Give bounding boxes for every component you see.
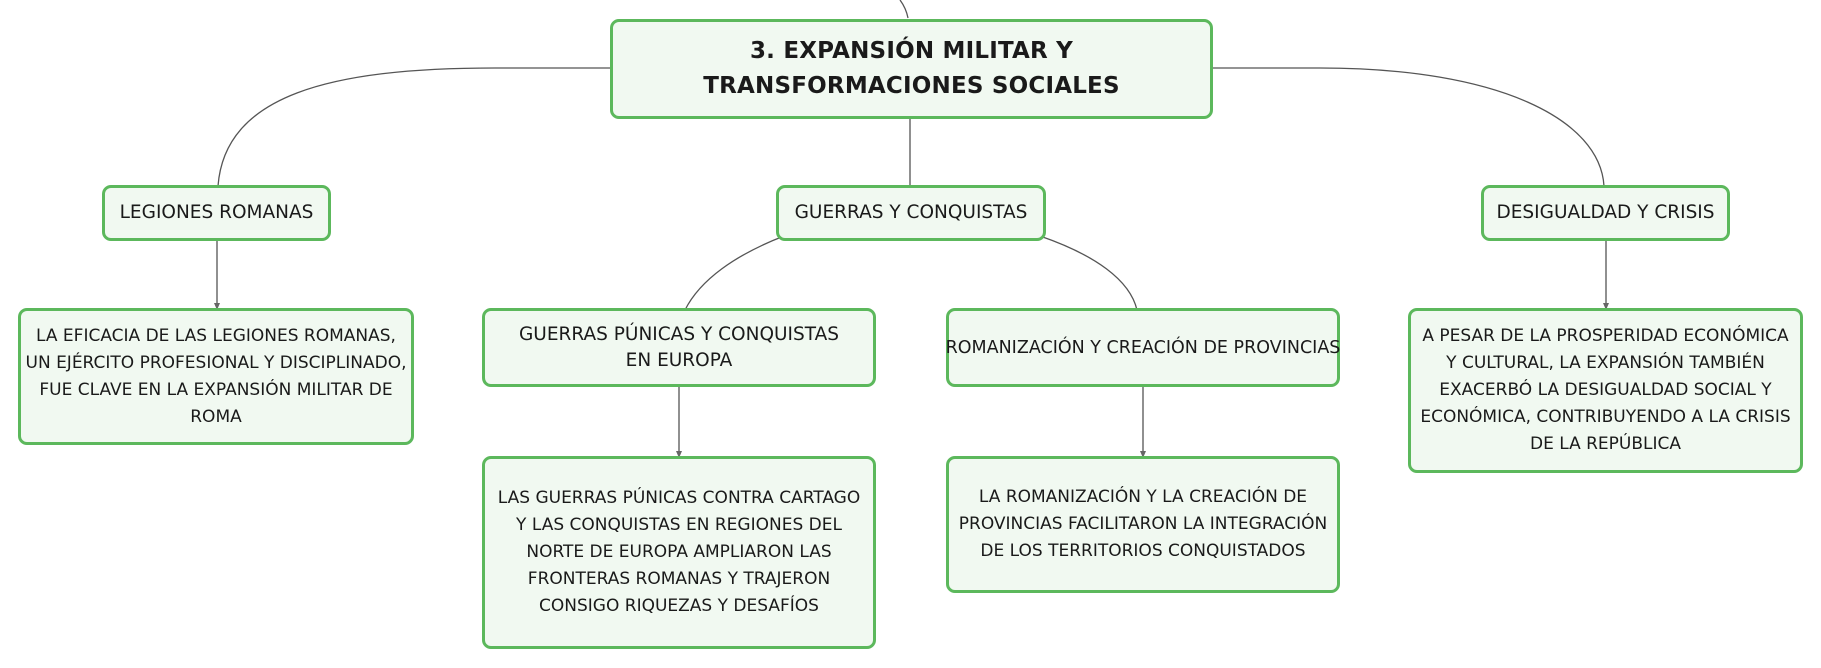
leaf-guerras-punicas-detail[interactable]: LAS GUERRAS PÚNICAS CONTRA CARTAGO Y LAS… (482, 456, 876, 649)
subtopic-romanizacion-label: ROMANIZACIÓN Y CREACIÓN DE PROVINCIAS (945, 337, 1341, 358)
connector-guerras-to-punicas (684, 235, 785, 311)
branch-guerras-y-conquistas-label: GUERRAS Y CONQUISTAS (794, 202, 1028, 223)
branch-legiones-romanas[interactable]: LEGIONES ROMANAS (102, 185, 331, 241)
subtopic-guerras-punicas[interactable]: GUERRAS PÚNICAS Y CONQUISTAS EN EUROPA (482, 308, 876, 387)
connector-guerras-to-romanizacion (1039, 235, 1138, 311)
subtopic-romanizacion[interactable]: ROMANIZACIÓN Y CREACIÓN DE PROVINCIAS (946, 308, 1340, 387)
root-topic-label: 3. EXPANSIÓN MILITAR Y TRANSFORMACIONES … (703, 38, 1120, 99)
branch-guerras-y-conquistas[interactable]: GUERRAS Y CONQUISTAS (776, 185, 1046, 241)
branch-desigualdad-y-crisis-label: DESIGUALDAD Y CRISIS (1496, 202, 1715, 223)
leaf-legiones-romanas-detail[interactable]: LA EFICACIA DE LAS LEGIONES ROMANAS, UN … (18, 308, 414, 445)
root-topic[interactable]: 3. EXPANSIÓN MILITAR Y TRANSFORMACIONES … (610, 19, 1213, 119)
branch-desigualdad-y-crisis[interactable]: DESIGUALDAD Y CRISIS (1481, 185, 1730, 241)
connector-root-to-legiones (217, 67, 611, 187)
leaf-romanizacion-detail-text: LA ROMANIZACIÓN Y LA CREACIÓN DE PROVINC… (958, 487, 1328, 561)
leaf-legiones-romanas-detail-text: LA EFICACIA DE LAS LEGIONES ROMANAS, UN … (25, 325, 407, 427)
leaf-guerras-punicas-detail-text: LAS GUERRAS PÚNICAS CONTRA CARTAGO Y LAS… (497, 488, 861, 616)
subtopic-guerras-punicas-label: GUERRAS PÚNICAS Y CONQUISTAS EN EUROPA (518, 323, 840, 371)
connector-parent-to-root (899, 0, 909, 19)
leaf-romanizacion-detail[interactable]: LA ROMANIZACIÓN Y LA CREACIÓN DE PROVINC… (946, 456, 1340, 593)
branch-legiones-romanas-label: LEGIONES ROMANAS (119, 202, 314, 223)
leaf-desigualdad-detail-text: A PESAR DE LA PROSPERIDAD ECONÓMICA Y CU… (1420, 326, 1791, 454)
leaf-desigualdad-detail[interactable]: A PESAR DE LA PROSPERIDAD ECONÓMICA Y CU… (1408, 308, 1803, 473)
connector-root-to-desigualdad (1211, 67, 1605, 187)
